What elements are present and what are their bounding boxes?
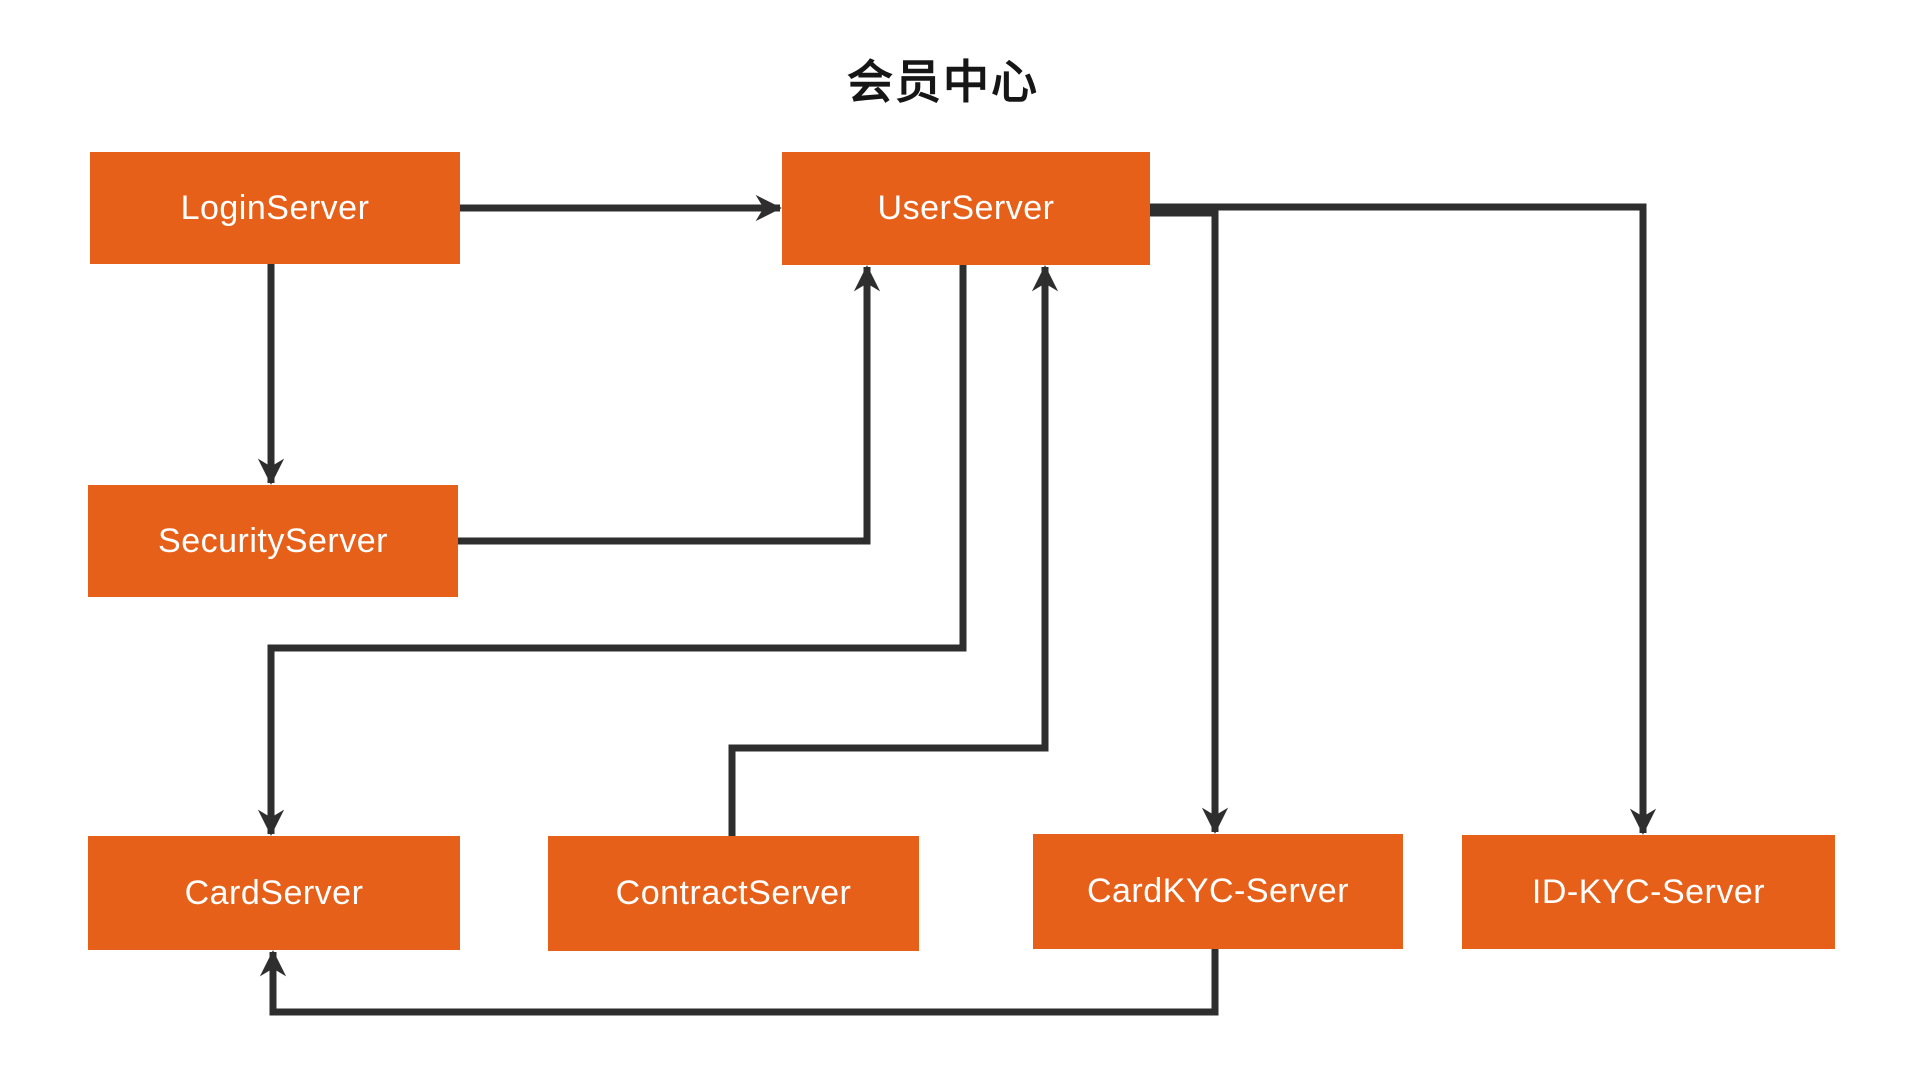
edge-group [257,194,1657,1016]
edge-user-server-to-idkyc-server [1150,203,1657,835]
edge-contract-server-to-user-server [728,265,1059,836]
diagram-title: 会员中心 [847,56,1039,108]
edge-security-server-to-user-server [458,265,881,545]
edge-cardkyc-server-to-card-server [259,949,1219,1016]
edge-user-server-to-cardkyc-server [1150,209,1229,834]
edge-user-server-to-card-server [257,265,967,836]
